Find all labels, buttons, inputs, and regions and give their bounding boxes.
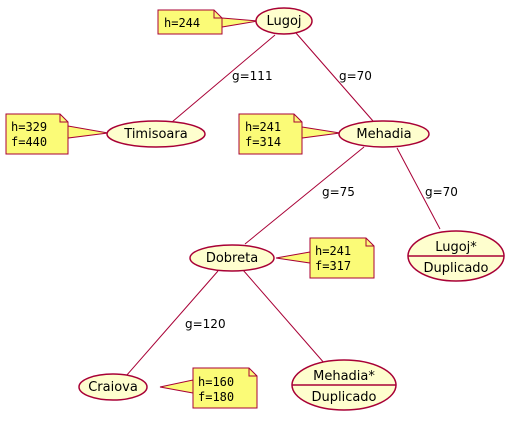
note-body <box>5 113 69 155</box>
node-sublabel: Duplicado <box>311 390 376 405</box>
node-lugoj: Lugoj <box>255 7 313 35</box>
edge-dobreta-craiova <box>125 270 219 377</box>
node-sublabel: Duplicado <box>423 261 488 276</box>
edge-mehadia-lugoj-dup <box>396 147 441 230</box>
node-label: Lugoj <box>266 14 301 29</box>
node-shape <box>338 120 430 148</box>
edge-lugoj-timisoara <box>171 34 276 123</box>
node-label: Dobreta <box>206 251 258 266</box>
node-label: Craiova <box>88 380 138 395</box>
note-timisoara: h=329 f=440 <box>5 113 109 155</box>
edge-lugoj-mehadia <box>295 32 374 122</box>
note-fold <box>365 238 374 247</box>
note-mehadia: h=241 f=314 <box>238 113 341 155</box>
note-connector <box>275 251 311 264</box>
node-lugoj-duplicate: Lugoj* Duplicado <box>407 230 505 282</box>
note-fold <box>293 114 302 123</box>
edge-mehadia-dobreta <box>244 146 365 245</box>
node-label: Timisoara <box>123 127 187 142</box>
note-text-line2: f=440 <box>11 135 47 149</box>
note-fold <box>59 114 68 123</box>
edge-label-dobreta-craiova: g=120 <box>185 317 226 331</box>
edge-label-mehadia-lugoj-dup: g=70 <box>425 185 458 199</box>
note-connector <box>67 125 109 139</box>
edge-label-lugoj-timisoara: g=111 <box>232 69 273 83</box>
note-connector <box>159 379 194 394</box>
note-text-line2: f=317 <box>315 259 351 273</box>
note-body <box>309 237 375 279</box>
node-shape <box>106 120 206 148</box>
note-text-line1: h=241 <box>245 120 281 134</box>
edges <box>125 32 441 377</box>
note-dobreta: h=241 f=317 <box>275 237 375 279</box>
node-label: Mehadia* <box>313 369 375 384</box>
node-shape <box>189 244 275 272</box>
node-shape <box>255 7 313 35</box>
note-body <box>157 9 223 35</box>
node-label: Lugoj* <box>435 240 477 255</box>
node-shape <box>78 373 148 401</box>
note-body <box>192 367 258 409</box>
node-dobreta: Dobreta <box>189 244 275 272</box>
node-mehadia: Mehadia <box>338 120 430 148</box>
note-connector <box>301 126 341 139</box>
edge-dobreta-mehadia-dup <box>242 269 326 365</box>
note-body <box>238 113 303 155</box>
note-craiova: h=160 f=180 <box>159 367 258 409</box>
edge-label-lugoj-mehadia: g=70 <box>339 69 372 83</box>
note-text-line1: h=329 <box>11 120 47 134</box>
node-label: Mehadia <box>356 127 411 142</box>
note-text-line2: f=180 <box>198 390 234 404</box>
note-text-line1: h=241 <box>315 244 351 258</box>
node-mehadia-duplicate: Mehadia* Duplicado <box>291 359 397 411</box>
note-connector <box>221 17 259 28</box>
node-craiova: Craiova <box>78 373 148 401</box>
node-timisoara: Timisoara <box>106 120 206 148</box>
note-text-line2: f=314 <box>245 135 281 149</box>
note-fold <box>248 368 257 377</box>
note-lugoj: h=244 <box>157 9 259 35</box>
note-text-line1: h=160 <box>198 375 234 389</box>
note-fold <box>213 10 222 19</box>
edge-label-mehadia-dobreta: g=75 <box>322 185 355 199</box>
note-text-line1: h=244 <box>164 16 200 30</box>
